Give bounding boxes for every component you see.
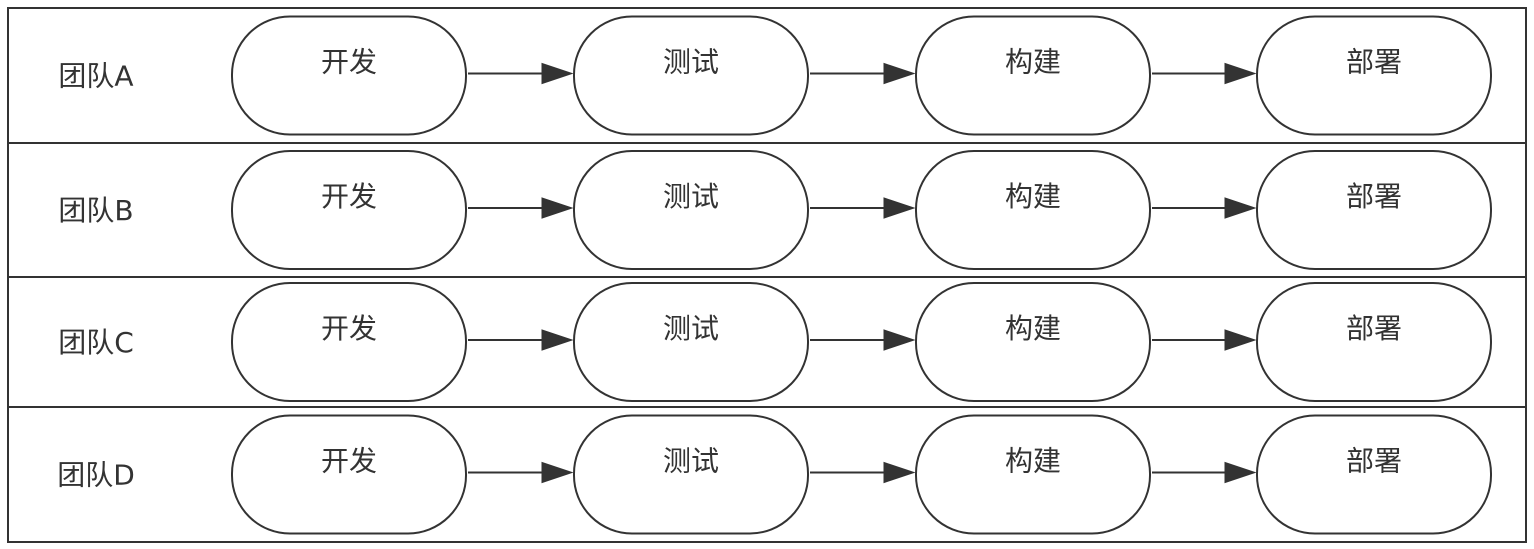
stage-label: 开发 (321, 445, 377, 478)
stage-node (231, 15, 467, 136)
stage-node (1256, 150, 1492, 270)
stage-node (1256, 282, 1492, 402)
stage-node (915, 150, 1151, 270)
stage-node (915, 282, 1151, 402)
stage-label: 部署 (1346, 312, 1402, 345)
stage-node (915, 414, 1151, 535)
stage-label: 构建 (1005, 312, 1061, 345)
stage-label: 测试 (663, 46, 719, 79)
stage-label: 部署 (1346, 445, 1402, 478)
flow-arrow-head (541, 197, 574, 219)
stage-node (573, 414, 809, 535)
stage-label: 测试 (663, 312, 719, 345)
stage-label: 部署 (1346, 180, 1402, 213)
swimlane: 团队D 开发 测试 构建 部署 (7, 406, 1527, 543)
flow-arrow-head (541, 329, 574, 351)
stage-label: 部署 (1346, 46, 1402, 79)
swimlane-label: 团队A (58, 60, 133, 93)
stage-node (231, 282, 467, 402)
flow-arrow-head (1224, 329, 1257, 351)
stage-node (231, 414, 467, 535)
stage-node (573, 15, 809, 136)
stage-label: 测试 (663, 180, 719, 213)
flow-arrow-head (883, 197, 916, 219)
flow-arrow-head (883, 329, 916, 351)
stage-label: 测试 (663, 445, 719, 478)
stage-label: 开发 (321, 312, 377, 345)
flow-arrow-head (541, 461, 574, 484)
flow-arrow-head (883, 62, 916, 85)
stage-node (1256, 414, 1492, 535)
swimlane: 团队C 开发 测试 构建 部署 (7, 276, 1527, 408)
stage-label: 构建 (1005, 445, 1061, 478)
flow-arrow-head (1224, 461, 1257, 484)
stage-node (1256, 15, 1492, 136)
stage-node (231, 150, 467, 270)
swimlane-label: 团队C (58, 326, 134, 359)
swimlane: 团队A 开发 测试 构建 部署 (7, 7, 1527, 144)
flow-arrow-head (1224, 62, 1257, 85)
flow-arrow-head (541, 62, 574, 85)
stage-label: 构建 (1005, 180, 1061, 213)
stage-node (573, 150, 809, 270)
swimlane: 团队B 开发 测试 构建 部署 (7, 142, 1527, 278)
stage-label: 开发 (321, 46, 377, 79)
stage-node (573, 282, 809, 402)
stage-node (915, 15, 1151, 136)
swimlane-label: 团队D (57, 459, 135, 492)
stage-label: 开发 (321, 180, 377, 213)
flow-arrow-head (1224, 197, 1257, 219)
stage-label: 构建 (1005, 46, 1061, 79)
flow-arrow-head (883, 461, 916, 484)
swimlane-label: 团队B (58, 194, 133, 227)
